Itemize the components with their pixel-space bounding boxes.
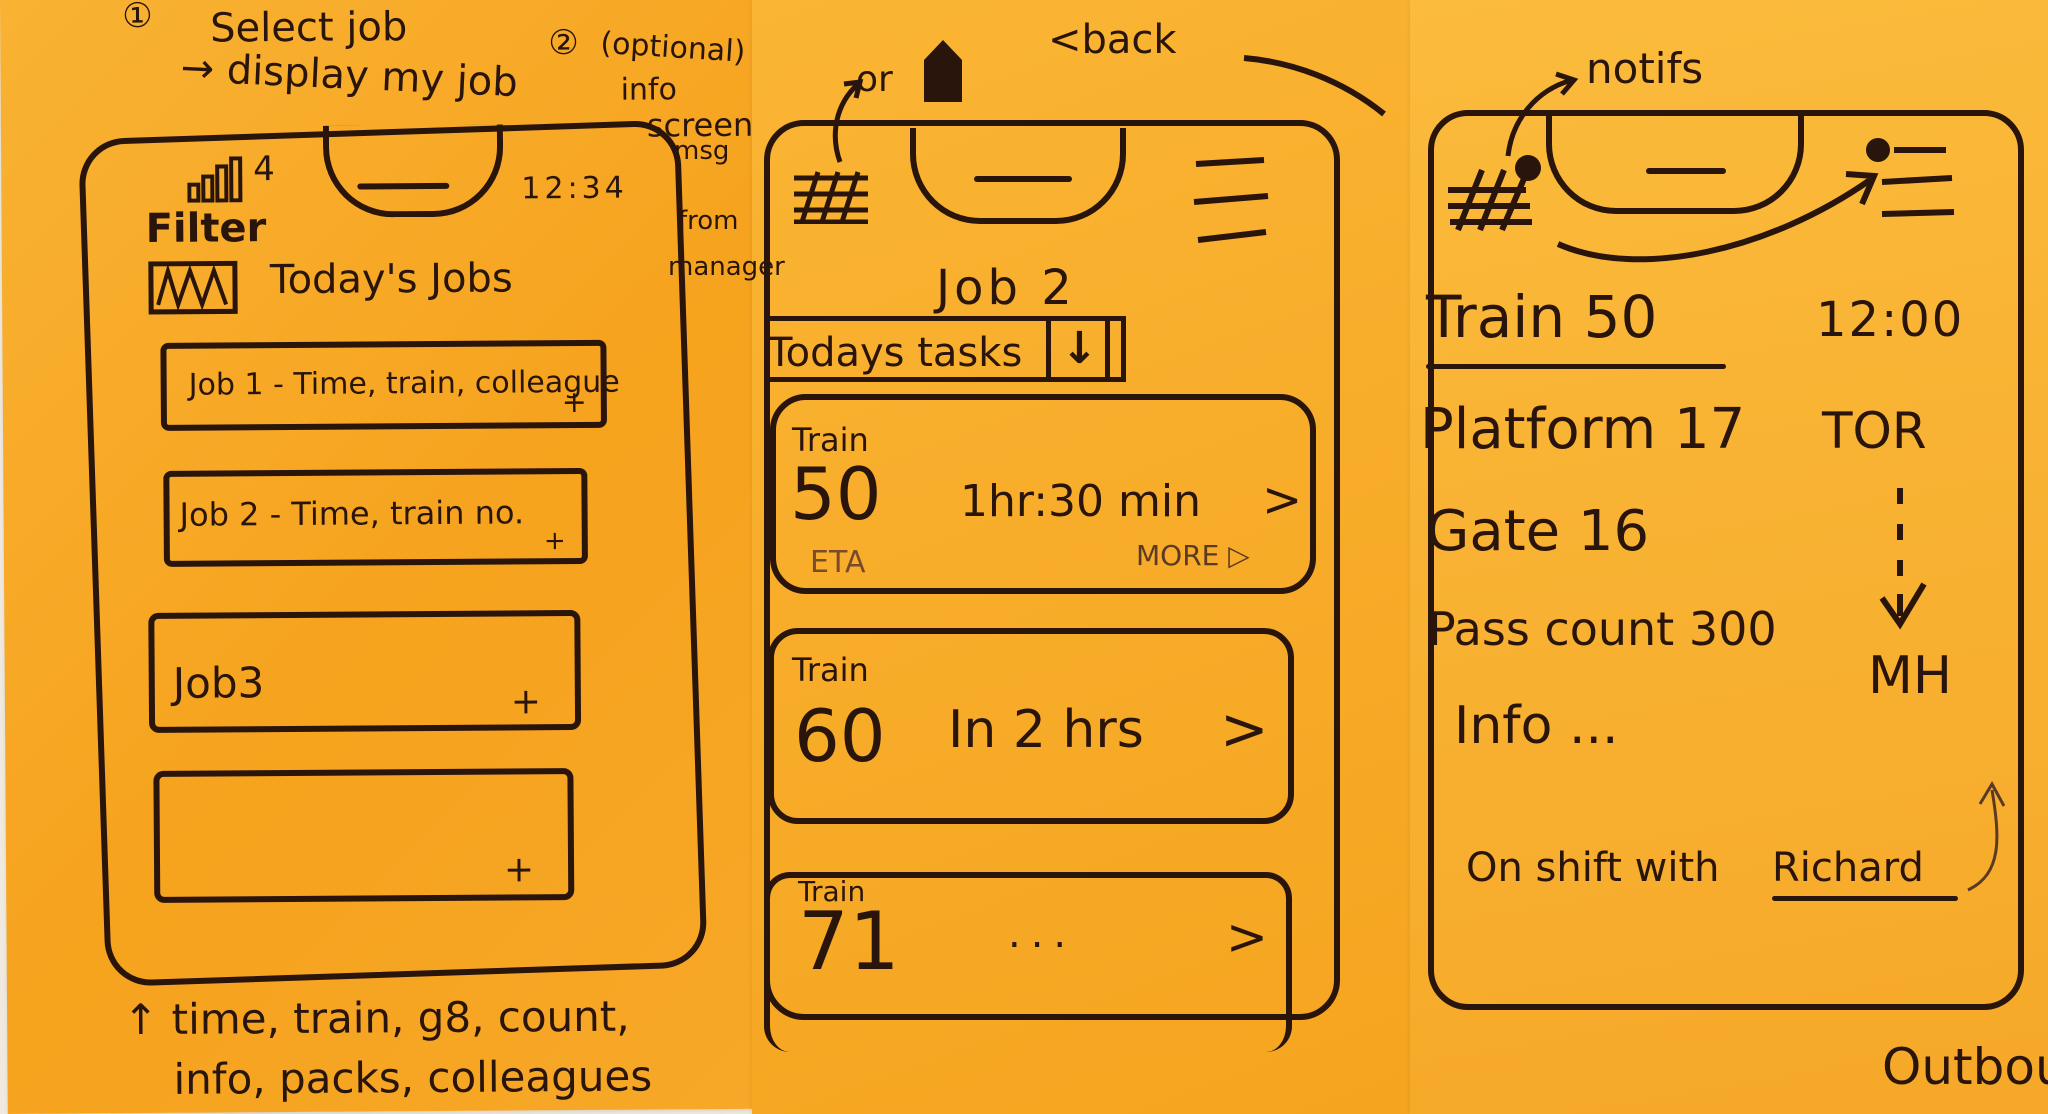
step-2-line: info [620,72,678,108]
job-card-3[interactable]: Job3 + [148,609,582,733]
home-icon[interactable] [920,34,966,108]
page-title: Job 2 [936,260,1076,316]
add-job-icon[interactable]: + [543,526,566,557]
step-1-heading: Select job [210,4,408,52]
step-1-subheading: → display my job [179,44,519,107]
calendar-icon[interactable] [792,168,872,228]
step-2-line: msg [674,136,730,166]
step-number-1: ① [121,0,153,37]
swipe-gesture-icon [1242,50,1392,124]
train-eta: In 2 hrs [948,700,1144,760]
calendar-icon[interactable] [1446,150,1546,238]
tasks-dropdown[interactable]: Todays tasks [764,316,1126,382]
step-2-heading: (optional) [599,25,747,70]
departure-time: 12:00 [1816,292,1965,348]
hamburger-menu-icon[interactable] [1192,156,1272,250]
eta-caption: ETA [810,545,866,580]
sticky-note-job-tasks: msg from manager or <back Job 2 Todays t… [668,0,1432,1114]
train-label: Train [798,875,866,908]
phone-frame [764,120,1340,1020]
train-label: Train [792,651,869,689]
train-title: Train 50 [1426,283,1658,351]
route-arrow-icon [1874,484,1934,638]
job-card-label: Job3 [172,658,265,708]
back-button[interactable]: <back [1048,17,1177,63]
train-eta: 1hr:30 min [960,476,1201,527]
job-card-label: Job 2 - Time, train no. [179,493,525,534]
train-number: 50 [790,452,882,536]
colleague-underline [1772,896,1958,901]
gate-info: Gate 16 [1426,499,1650,564]
shift-prefix: On shift with [1466,845,1720,891]
step-number-2: ② [548,22,579,64]
add-job-icon[interactable]: + [503,849,535,891]
sticky-note-train-detail: notifs Train 50 12:00 Platform 17 TOR Ga… [1410,0,2048,1114]
notification-flow-arrow-icon [1550,160,1890,274]
job-card-4[interactable]: + [153,768,575,903]
footnote-line-1: ↑ time, train, g8, count, [122,991,630,1045]
phone-notch [1546,114,1804,214]
sticky-note-job-list: ① Select job → display my job ② (optiona… [0,0,778,1114]
more-link[interactable]: MORE ▷ [1136,539,1250,572]
train-title-underline [1426,364,1726,369]
notch-speaker [357,182,450,190]
curl-arrow-icon [1966,778,2010,902]
chevron-right-icon[interactable]: > [1226,908,1268,966]
train-number: 71 [798,895,900,988]
add-job-icon[interactable]: + [561,384,587,421]
notch-speaker [974,176,1072,182]
signal-strength: 4 [253,149,275,190]
job-card-2[interactable]: Job 2 - Time, train no. + [163,467,588,567]
dropdown-label: Todays tasks [768,330,1023,376]
job-card-label: Job 1 - Time, train, colleague [188,364,620,403]
filter-button[interactable]: Filter [145,205,267,252]
hint-arrow-icon [1502,70,1592,164]
dropdown-toggle[interactable]: ↓ [1046,316,1110,382]
job-card-1[interactable]: Job 1 - Time, train, colleague + [160,339,620,431]
more-info-link[interactable]: Info ... [1454,696,1619,756]
colleague-link[interactable]: Richard [1772,845,1924,891]
chevron-right-icon[interactable]: > [1262,472,1303,528]
passenger-count: Pass count 300 [1428,602,1777,656]
train-number: 60 [794,694,886,778]
footnote-line-2: info, packs, colleagues [173,1051,653,1104]
step-2-line: from [678,206,739,236]
add-job-icon[interactable]: + [510,681,542,723]
task-card-2[interactable]: Train 60 In 2 hrs > [768,628,1294,824]
hamburger-menu-icon[interactable] [1842,132,1962,226]
dropdown-arrow-icon: ↓ [1061,323,1098,374]
notch-speaker [1646,168,1726,174]
origin-station: TOR [1822,402,1927,460]
chevron-right-icon[interactable]: > [1220,695,1269,763]
destination-station: MH [1868,646,1952,706]
page-title: Today's Jobs [269,255,513,304]
calendar-icon[interactable] [148,260,240,321]
outbound-label: Outbou [1882,1038,2048,1096]
platform-info: Platform 17 [1420,397,1746,462]
phone-frame [1428,110,2024,1010]
train-eta: ... [1008,911,1077,957]
task-card-3[interactable]: Train 71 ... > [764,872,1292,1052]
notifs-annotation: notifs [1586,44,1704,93]
status-time: 12:34 [521,170,628,207]
task-card-1[interactable]: Train 50 1hr:30 min > ETA MORE ▷ [770,394,1316,594]
signal-bars-icon [187,156,245,206]
train-label: Train [792,421,869,459]
